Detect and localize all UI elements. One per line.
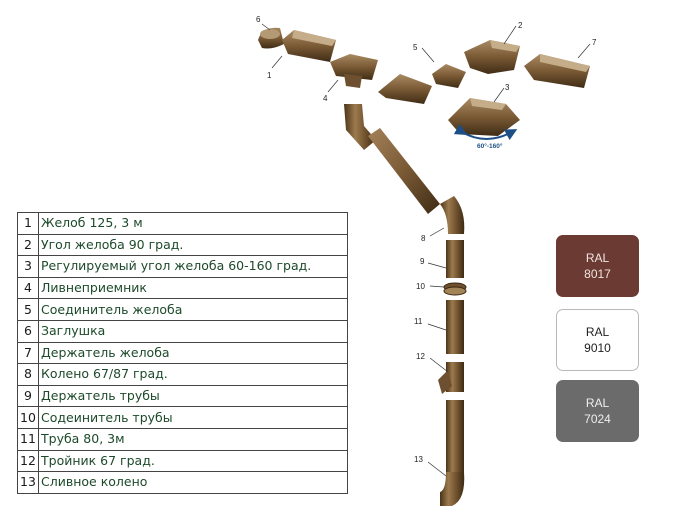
diagonal-pipe-part [368, 128, 440, 214]
callout-2: 2 [518, 21, 523, 30]
part-number: 3 [17, 255, 39, 278]
part-name: Тройник 67 град. [38, 449, 348, 473]
part-number: 9 [17, 384, 39, 408]
callout-13: 13 [414, 455, 423, 464]
part-number: 13 [17, 471, 39, 494]
callout-1: 1 [267, 71, 272, 80]
drain-elbow-part [440, 400, 465, 506]
swatch-code: 9010 [584, 341, 611, 355]
part-name: Держатель трубы [38, 384, 348, 408]
part-name: Держатель желоба [38, 341, 348, 365]
part-name: Ливнеприемник [38, 276, 348, 300]
pipe-connector-part [443, 282, 467, 296]
end-cap-part [258, 27, 284, 49]
part-number: 8 [17, 363, 39, 386]
part-name: Труба 80, 3м [38, 427, 348, 451]
upper-elbow-part [344, 104, 376, 150]
callout-5: 5 [413, 43, 418, 52]
color-swatch-ral-9010: RAL 9010 [556, 309, 639, 371]
part-name: Заглушка [38, 319, 348, 343]
callout-4: 4 [323, 94, 328, 103]
pipe-80-part [446, 300, 464, 354]
swatch-code: 8017 [584, 267, 611, 281]
part-number: 1 [17, 212, 39, 235]
gutter-holder-part [524, 54, 590, 88]
callout-3: 3 [505, 83, 510, 92]
swatch-code: 7024 [584, 412, 611, 426]
color-swatch-ral-8017: RAL 8017 [556, 235, 639, 297]
part-number: 6 [17, 319, 39, 343]
swatch-label: RAL [585, 251, 610, 265]
gutter-part [282, 30, 336, 62]
callout-8: 8 [421, 234, 426, 243]
part-name: Соединитель желоба [38, 298, 348, 321]
callout-9: 9 [420, 257, 425, 266]
part-number: 10 [17, 406, 39, 429]
elbow-67-87-part [440, 196, 465, 234]
adjustable-corner-part [448, 98, 520, 141]
part-name: Сливное колено [38, 471, 348, 494]
callout-11: 11 [414, 317, 423, 326]
swatch-label: RAL [585, 396, 610, 410]
part-name: Колено 67/87 град. [38, 363, 348, 386]
part-name: Содеинитель трубы [38, 406, 348, 429]
gutter-corner-90-part [464, 40, 520, 74]
part-name: Угол желоба 90 град. [38, 233, 348, 257]
callout-7: 7 [592, 38, 597, 47]
part-number: 2 [17, 233, 39, 257]
outlet-part [330, 54, 378, 88]
pipe-holder-part [446, 240, 464, 278]
part-number: 4 [17, 276, 39, 300]
connector-part [378, 64, 466, 104]
part-number: 7 [17, 341, 39, 365]
color-swatch-ral-7024: RAL 7024 [556, 380, 639, 442]
callout-6: 6 [256, 15, 261, 24]
part-number: 12 [17, 449, 39, 473]
part-number: 5 [17, 298, 39, 321]
callout-10: 10 [416, 282, 425, 291]
part-number: 11 [17, 427, 39, 451]
part-name: Желоб 125, 3 м [38, 212, 348, 235]
swatch-label: RAL [585, 325, 610, 339]
part-name: Регулируемый угол желоба 60-160 град. [38, 255, 348, 278]
leader-lines [261, 23, 591, 477]
tee-67-part [438, 362, 464, 394]
callout-12: 12 [416, 352, 425, 361]
angle-label: 60°-160° [477, 142, 503, 150]
